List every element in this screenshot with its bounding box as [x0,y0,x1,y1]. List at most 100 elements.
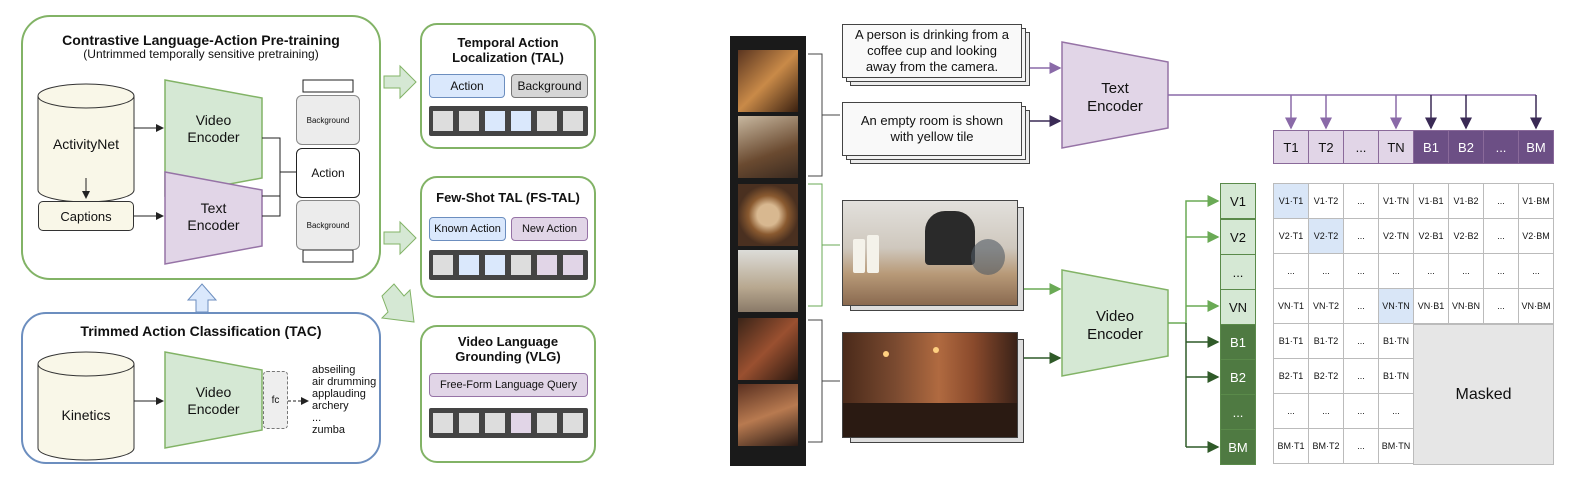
matrix-cell: ... [1273,253,1309,289]
matrix-cell: B1·TN [1378,358,1414,394]
matrix-cell: ... [1343,183,1379,219]
matrix-cell: ... [1308,253,1344,289]
class-item: zumba [312,424,346,436]
matrix-cell: B2·T1 [1273,358,1309,394]
kinetics-dataset: Kinetics [61,407,111,423]
matrix-cell: ... [1483,183,1519,219]
vlg-title: Video Language Grounding (VLG) [455,334,561,364]
segment-action: Action [296,148,360,198]
tal-action-label: Action [429,74,505,98]
text-encoder-label: Text Encoder [1087,80,1143,115]
matrix-cell: V2·B2 [1448,218,1484,254]
class-item: ... [312,412,322,424]
video-header-b1: B1 [1220,324,1256,360]
matrix-cell: BM·T1 [1273,428,1309,464]
matrix-cell: ... [1343,393,1379,429]
class-list: abseiling air drumming applauding archer… [312,364,376,436]
matrix-cell: ... [1483,288,1519,324]
matrix-cell: V2·TN [1378,218,1414,254]
matrix-cell: ... [1343,428,1379,464]
clap-subtitle: (Untrimmed temporally sensitive pretrain… [83,47,319,61]
matrix-cell: VN·BM [1518,288,1554,324]
video-header-b2: B2 [1220,359,1256,395]
matrix-cell: ... [1483,253,1519,289]
text-header-ellipsis: ... [1343,130,1379,164]
matrix-cell: V1·T2 [1308,183,1344,219]
text-header-t2: T2 [1308,130,1344,164]
clap-title: Contrastive Language-Action Pre-training [62,32,340,48]
masked-region: Masked [1413,324,1554,465]
background-frame-image [842,332,1018,438]
clap-text-encoder-label: Text Encoder [187,200,240,233]
fc-layer: fc [263,371,288,429]
matrix-cell: ... [1343,358,1379,394]
matrix-cell: V2·T2 [1308,218,1344,254]
matrix-cell: ... [1483,218,1519,254]
fstal-known-action-label: Known Action [429,217,506,241]
fstal-title: Few-Shot TAL (FS-TAL) [436,190,580,205]
tac-title: Trimmed Action Classification (TAC) [80,323,322,339]
class-item: archery [312,400,349,412]
matrix-cell: V1·BM [1518,183,1554,219]
segment-background-2: Background [296,200,360,250]
matrix-cell: ... [1273,393,1309,429]
matrix-cell: ... [1378,393,1414,429]
matrix-cell: ... [1343,218,1379,254]
vlg-query-label: Free-Form Language Query [429,373,588,397]
text-header-bm: BM [1518,130,1554,164]
text-header-t1: T1 [1273,130,1309,164]
video-header-v1: V1 [1220,183,1256,219]
matrix-cell: B1·T2 [1308,323,1344,359]
matrix-cell: B1·TN [1378,323,1414,359]
text-header-tn: TN [1378,130,1414,164]
class-item: air drumming [312,376,377,388]
tal-timeline [429,106,588,136]
matrix-cell: ... [1343,288,1379,324]
video-encoder-label: Video Encoder [1087,308,1143,343]
matrix-cell: V1·T1 [1273,183,1309,219]
captions-box: Captions [38,201,134,231]
video-header-bm: BM [1220,429,1256,465]
class-item: abseiling [312,364,356,376]
matrix-cell: ... [1343,323,1379,359]
activitynet-dataset: ActivityNet [52,136,120,152]
text-header-ellipsis-b: ... [1483,130,1519,164]
tac-video-encoder-label: Video Encoder [187,384,240,417]
film-strip [730,36,806,466]
matrix-cell: VN·B1 [1413,288,1449,324]
matrix-cell: ... [1343,253,1379,289]
matrix-cell: VN·BN [1448,288,1484,324]
matrix-cell: VN·T1 [1273,288,1309,324]
video-header-ellipsis: ... [1220,254,1256,290]
tal-background-label: Background [511,74,588,98]
action-frame-image [842,200,1018,306]
vlg-timeline [429,408,588,438]
matrix-cell: V1·TN [1378,183,1414,219]
video-header-vn: VN [1220,289,1256,325]
matrix-cell: ... [1308,393,1344,429]
matrix-cell: VN·TN [1378,288,1414,324]
segment-background-1: Background [296,95,360,145]
class-item: applauding [312,388,366,400]
fstal-timeline [429,250,588,280]
matrix-cell: ... [1413,253,1449,289]
matrix-cell: V2·BM [1518,218,1554,254]
matrix-cell: BM·TN [1378,428,1414,464]
video-header-ellipsis-b: ... [1220,394,1256,430]
video-header-v2: V2 [1220,219,1256,255]
matrix-cell: BM·T2 [1308,428,1344,464]
text-header-b2: B2 [1448,130,1484,164]
matrix-cell: V1·B2 [1448,183,1484,219]
matrix-cell: ... [1378,253,1414,289]
caption-background: An empty room is shown with yellow tile [842,102,1022,156]
matrix-cell: V1·B1 [1413,183,1449,219]
matrix-cell: B1·T1 [1273,323,1309,359]
matrix-cell: ... [1448,253,1484,289]
matrix-cell: VN·T2 [1308,288,1344,324]
clap-video-encoder-label: Video Encoder [187,112,240,145]
matrix-cell: B2·T2 [1308,358,1344,394]
text-header-b1: B1 [1413,130,1449,164]
matrix-cell: ... [1518,253,1554,289]
caption-positive: A person is drinking from a coffee cup a… [842,24,1022,78]
